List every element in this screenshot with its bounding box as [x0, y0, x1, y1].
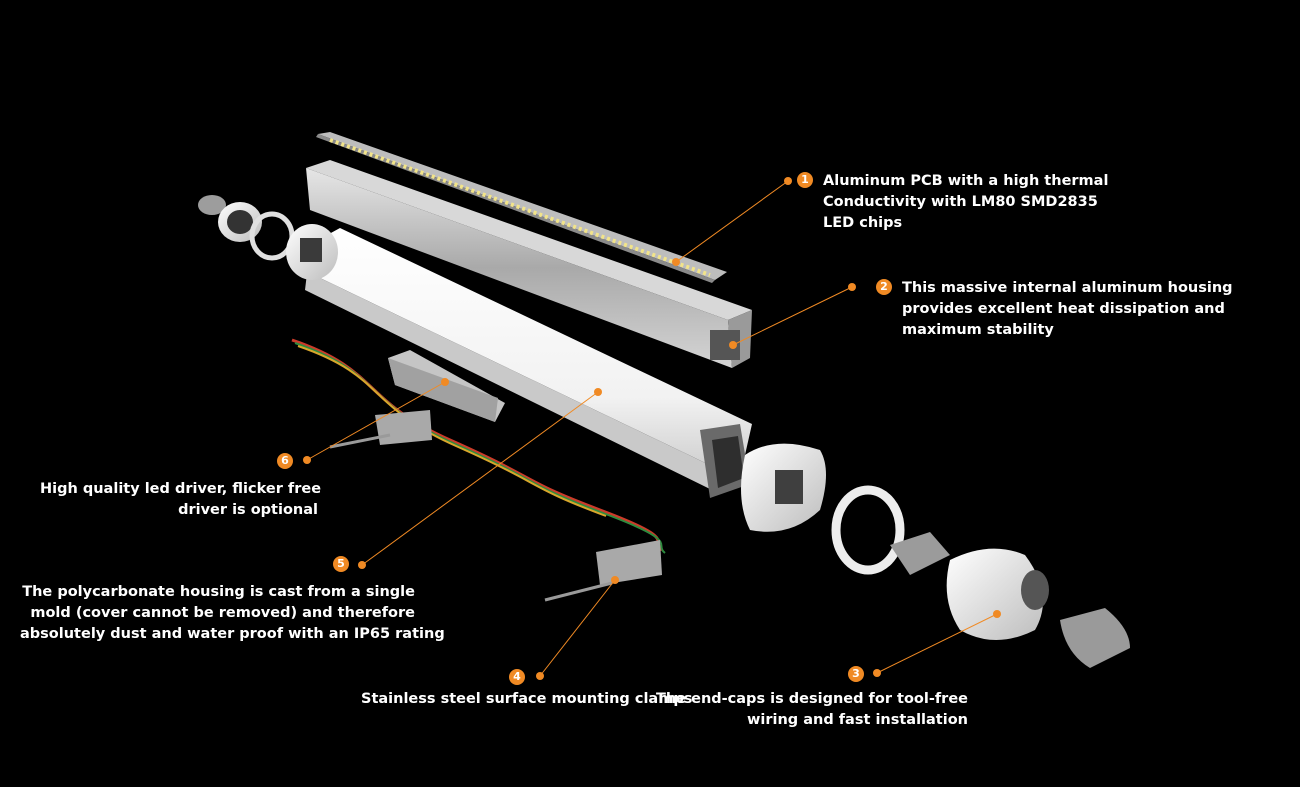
callout-4-number: 4: [509, 669, 525, 685]
callout-1: 1 Aluminum PCB with a high thermal Condu…: [797, 171, 1108, 234]
callout-3-number: 3: [848, 666, 864, 682]
led-pcb-strip: [316, 132, 727, 283]
aluminum-housing: [306, 160, 752, 368]
leader-dots: [303, 177, 1001, 680]
right-endcap: [741, 443, 1130, 668]
callout-5-number: 5: [333, 556, 349, 572]
callout-text: Aluminum PCB with a high thermal Conduct…: [823, 173, 1109, 231]
left-endcap-parts: [198, 195, 338, 280]
callout-text: This massive internal aluminum housing p…: [902, 280, 1233, 338]
polycarbonate-housing: [305, 228, 752, 498]
callout-2: 2 This massive internal aluminum housing…: [876, 278, 1233, 341]
callout-6-text: High quality led driver, flicker free dr…: [40, 481, 322, 518]
callout-5-text: The polycarbonate housing is cast from a…: [20, 584, 445, 642]
callout-3-text: The end-caps is designed for tool-free w…: [656, 691, 968, 728]
wiring: [291, 338, 666, 554]
leader-lines: [306, 180, 998, 677]
callout-4-text: Stainless steel surface mounting clamps: [361, 691, 693, 707]
led-driver: [388, 350, 505, 422]
callout-number: 2: [876, 279, 892, 295]
callout-number: 1: [797, 172, 813, 188]
mounting-clamps: [329, 410, 662, 602]
callout-6-number: 6: [277, 453, 293, 469]
